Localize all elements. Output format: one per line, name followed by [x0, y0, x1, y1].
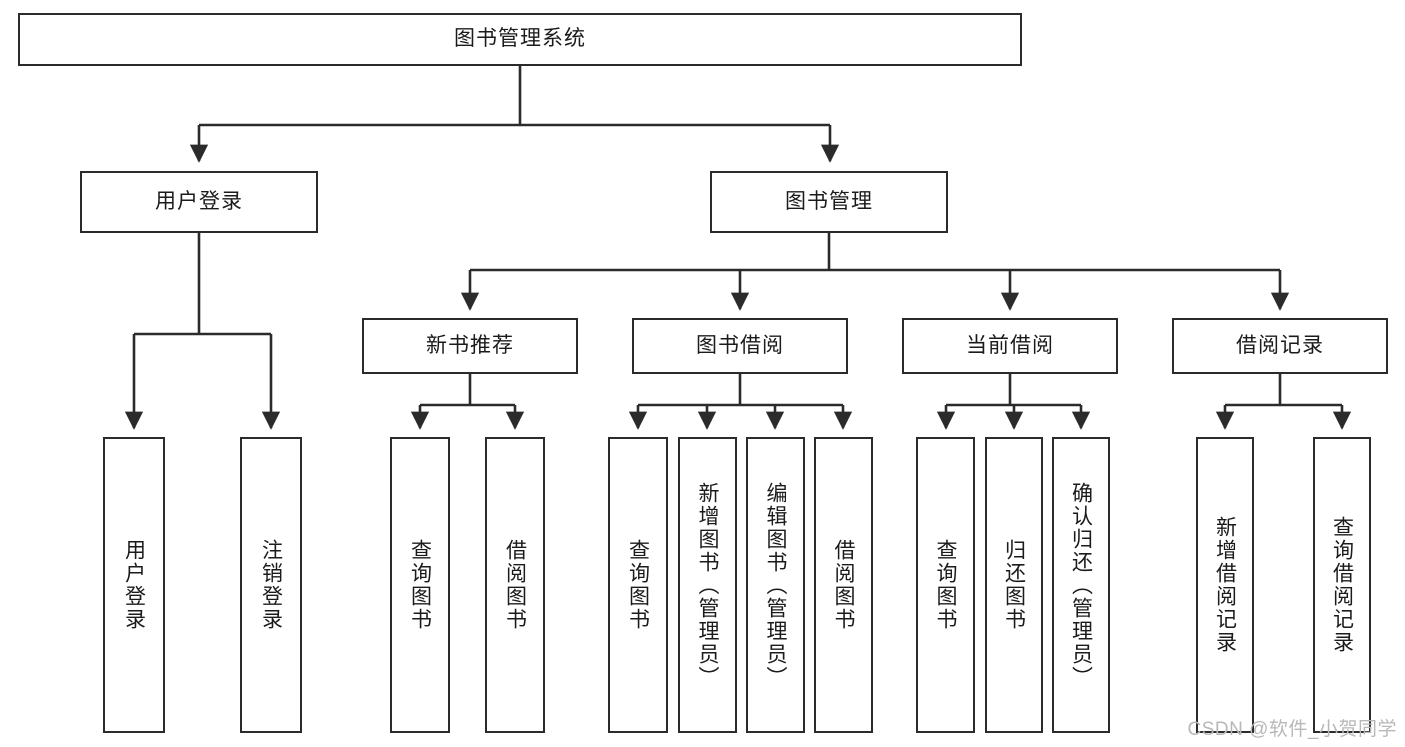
csdn-watermark: CSDN @软件_小贺同学: [1187, 719, 1397, 740]
node-label: 注销登录: [259, 539, 283, 631]
leaf-node[interactable]: 查询图书: [390, 437, 450, 733]
leaf-node[interactable]: 确认归还（管理员）: [1052, 437, 1110, 733]
leaf-node[interactable]: 用户登录: [103, 437, 165, 733]
node-label: 借阅记录: [1236, 333, 1324, 357]
node-label: 图书管理: [785, 189, 873, 213]
node-label: 编辑图书（管理员）: [764, 481, 787, 689]
node-label: 借阅图书: [832, 539, 855, 631]
node-label: 新书推荐: [426, 333, 514, 357]
leaf-node[interactable]: 查询图书: [916, 437, 975, 733]
node-label: 确认归还（管理员）: [1069, 481, 1093, 689]
node-label: 用户登录: [155, 189, 243, 213]
node-label: 归还图书: [1002, 539, 1026, 631]
leaf-node[interactable]: 编辑图书（管理员）: [746, 437, 805, 733]
node-label: 查询图书: [934, 539, 957, 631]
leaf-node[interactable]: 新增图书（管理员）: [678, 437, 737, 733]
leaf-node[interactable]: 查询图书: [608, 437, 668, 733]
leaf-node[interactable]: 查询借阅记录: [1313, 437, 1371, 733]
leaf-node[interactable]: 归还图书: [985, 437, 1043, 733]
node-book-management[interactable]: 图书管理: [710, 171, 948, 233]
node-borrow-record[interactable]: 借阅记录: [1172, 318, 1388, 374]
node-root-system[interactable]: 图书管理系统: [18, 13, 1022, 66]
node-label: 图书借阅: [696, 333, 784, 357]
leaf-node[interactable]: 借阅图书: [814, 437, 873, 733]
node-user-login[interactable]: 用户登录: [80, 171, 318, 233]
node-new-book-recommend[interactable]: 新书推荐: [362, 318, 578, 374]
node-label: 查询图书: [626, 539, 650, 631]
node-label: 查询借阅记录: [1330, 516, 1354, 654]
node-current-borrow[interactable]: 当前借阅: [902, 318, 1118, 374]
leaf-node[interactable]: 新增借阅记录: [1196, 437, 1254, 733]
node-label: 借阅图书: [503, 539, 527, 631]
node-label: 当前借阅: [966, 333, 1054, 357]
leaf-node[interactable]: 注销登录: [240, 437, 302, 733]
node-label: 用户登录: [122, 539, 146, 631]
node-label: 新增借阅记录: [1213, 516, 1237, 654]
node-label: 图书管理系统: [454, 27, 586, 51]
leaf-node[interactable]: 借阅图书: [485, 437, 545, 733]
node-label: 查询图书: [408, 539, 432, 631]
node-book-borrow[interactable]: 图书借阅: [632, 318, 848, 374]
node-label: 新增图书（管理员）: [696, 481, 719, 689]
